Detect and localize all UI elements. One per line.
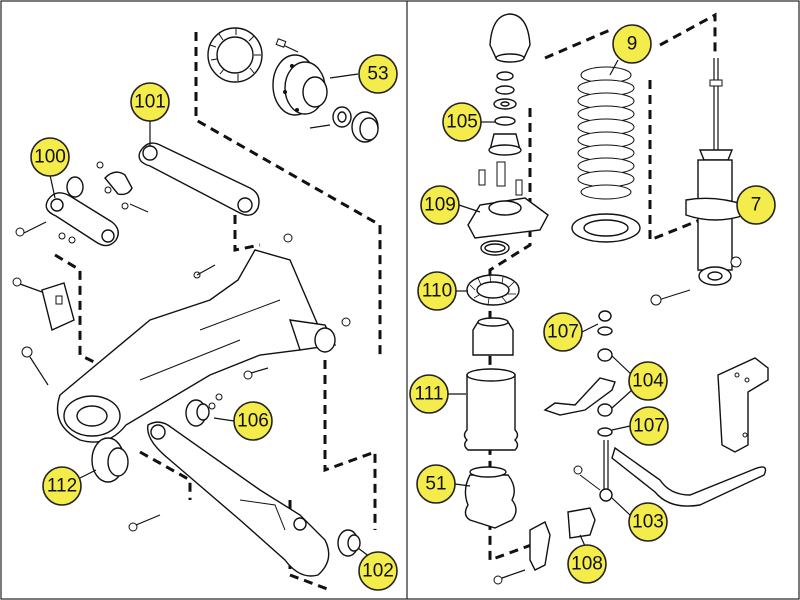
callout-108: 108 [567,534,607,584]
callout-9: 9 [609,24,652,76]
callout-53: 53 [329,54,398,94]
callout-51: 51 [416,464,471,504]
callout-label: 109 [424,195,456,216]
rubber-bump-block [41,282,75,331]
callout-104: 104 [611,355,668,409]
lower-control-arm [146,421,330,577]
callout-109: 109 [420,185,481,225]
dashed-boundary-strut [488,108,546,563]
stabilizer-bar [611,446,767,507]
dashed-boundary-link [233,215,261,252]
spring-seat-ring [466,274,520,306]
stabilizer-bushing [493,507,596,585]
dashed-boundary-left [54,253,101,367]
bushings-and-bolts [12,161,351,532]
callout-102: 102 [357,547,398,591]
dashed-boundary-hub [194,32,382,360]
callout-label: 100 [34,147,66,168]
dashed-boundary-right [323,360,377,530]
callout-112: 112 [42,466,97,506]
bushing-102 [337,529,361,557]
callout-110: 110 [417,271,468,311]
callout-100: 100 [30,137,70,199]
lower-bump-stop [464,466,517,529]
bump-stop [472,317,514,356]
callout-101: 101 [130,82,170,146]
callout-label: 105 [446,112,478,133]
callout-107-upper: 107 [543,312,599,352]
callout-label: 7 [751,195,762,216]
coil-spring [571,66,641,243]
dashed-boundary-shock-top [659,12,717,55]
strut-top-mount [467,169,549,239]
bushing-106 [185,399,216,427]
callout-label: 102 [362,561,394,582]
dust-boot [463,368,519,451]
callout-106: 106 [213,401,273,441]
bushing-112 [91,437,129,483]
callout-label: 9 [627,34,638,55]
dashed-boundary-lower [139,450,192,500]
right-panel-strut-assembly [463,12,769,585]
shock-absorber [650,58,746,306]
callout-7: 7 [736,185,776,225]
stabilizer-link-bushings [543,310,616,502]
callout-label: 107 [633,416,665,437]
callout-label: 101 [134,92,166,113]
hub-bearing-cap [332,106,379,143]
callout-label: 51 [425,474,446,495]
left-panel-rear-suspension-arms [12,27,382,592]
trailing-link [45,171,133,247]
top-dust-cap [489,13,531,63]
wheel-hub [272,38,331,129]
callout-label: 110 [422,281,452,302]
dashed-boundary-spring-top [544,28,611,60]
upper-control-link [138,142,260,216]
callout-label: 112 [47,476,77,497]
callout-105: 105 [442,102,496,142]
callout-103: 103 [611,497,668,542]
callout-label: 107 [547,322,579,343]
dashed-boundary-spring [648,80,701,243]
abs-reluctor-ring [207,27,263,83]
callout-label: 108 [571,554,603,575]
callout-111: 111 [409,374,466,414]
rear-knuckle-and-trailing-arm [56,249,337,443]
callout-label: 103 [632,512,664,533]
callout-label: 104 [632,371,664,392]
callout-label: 53 [367,64,388,85]
seal-ring [480,240,510,256]
top-mount-stack [488,71,522,187]
callout-107-lower: 107 [611,406,669,446]
callout-label: 106 [237,411,269,432]
callout-label: 111 [415,384,444,405]
mounting-bracket [717,357,769,453]
dashed-boundary-bottom [288,500,331,592]
